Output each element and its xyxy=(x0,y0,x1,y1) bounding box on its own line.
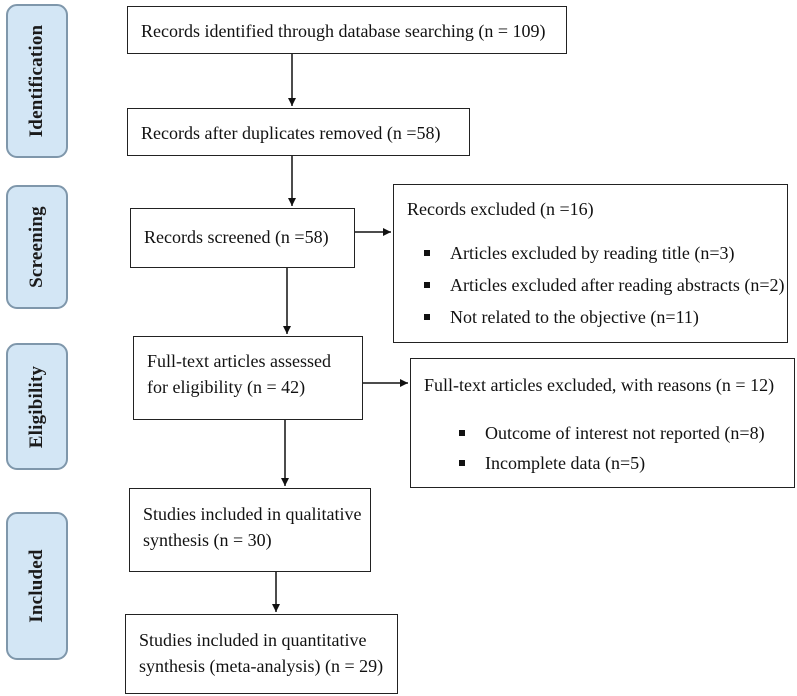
bullet-icon xyxy=(459,430,465,436)
fulltext-excluded-box: Full-text articles excluded, with reason… xyxy=(410,358,795,488)
duplicates-removed-text: Records after duplicates removed (n =58) xyxy=(141,123,441,143)
quantitative-synthesis-text: Studies included in quantitative synthes… xyxy=(139,630,384,676)
fulltext-excluded-title: Full-text articles excluded, with reason… xyxy=(424,375,775,395)
reason-label: Incomplete data (n=5) xyxy=(485,453,646,473)
duplicates-removed-box: Records after duplicates removed (n =58) xyxy=(127,108,470,156)
fulltext-assessed-box: Full-text articles assessed for eligibil… xyxy=(133,336,363,420)
bullet-icon xyxy=(424,282,430,288)
stage-identification: Identification xyxy=(6,4,68,158)
records-excluded-title: Records excluded (n =16) xyxy=(407,199,594,219)
qualitative-synthesis-box: Studies included in qualitative synthesi… xyxy=(129,488,371,572)
reason-label: Outcome of interest not reported (n=8) xyxy=(485,423,765,443)
bullet-icon xyxy=(424,314,430,320)
stage-included: Included xyxy=(6,512,68,660)
reason-label: Articles excluded by reading title (n=3) xyxy=(450,243,735,263)
quantitative-synthesis-box: Studies included in quantitative synthes… xyxy=(125,614,398,694)
fulltext-assessed-text: Full-text articles assessed for eligibil… xyxy=(147,351,331,397)
records-screened-text: Records screened (n =58) xyxy=(144,227,329,247)
reason-label: Articles excluded after reading abstract… xyxy=(450,275,785,295)
records-screened-box: Records screened (n =58) xyxy=(130,208,355,268)
bullet-icon xyxy=(424,250,430,256)
reason-label: Not related to the objective (n=11) xyxy=(450,307,699,327)
stage-eligibility: Eligibility xyxy=(6,343,68,470)
stage-screening: Screening xyxy=(6,185,68,309)
qualitative-synthesis-text: Studies included in qualitative synthesi… xyxy=(143,504,362,550)
bullet-icon xyxy=(459,460,465,466)
records-identified-text: Records identified through database sear… xyxy=(141,21,546,41)
records-excluded-box: Records excluded (n =16) Articles exclud… xyxy=(393,184,788,343)
records-identified-box: Records identified through database sear… xyxy=(127,6,567,54)
